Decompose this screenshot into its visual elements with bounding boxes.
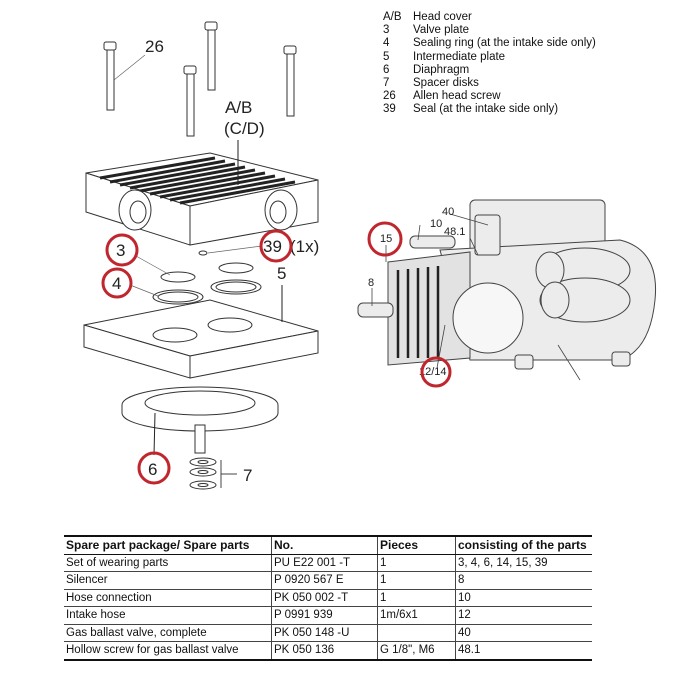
label-seal: 39 xyxy=(263,237,282,256)
label-silencer: 8 xyxy=(368,277,374,289)
label-part15: 15 xyxy=(380,233,392,245)
label-intermediate-plate: 5 xyxy=(277,264,286,283)
highlight-circle xyxy=(101,267,133,299)
highlight-circle xyxy=(259,229,293,263)
label-hose-connection: 10 xyxy=(430,218,442,230)
intermediate-plate xyxy=(83,285,319,379)
diaphragm xyxy=(121,386,279,456)
label-diaphragm: 6 xyxy=(148,460,157,479)
allen-screw xyxy=(183,65,197,137)
highlight-circle xyxy=(420,356,452,388)
allen-screw xyxy=(283,45,297,117)
allen-screw xyxy=(204,21,218,91)
highlight-circle xyxy=(367,221,403,257)
allen-screw xyxy=(103,41,117,111)
pump-illustration xyxy=(357,199,657,370)
highlight-circle xyxy=(105,233,139,267)
label-head-cover: A/B xyxy=(225,98,252,117)
label-part12-14: 12/14 xyxy=(419,366,447,378)
exploded-diagram: 26 A/B (C/D) 3 4 39 (1x) 5 6 7 40 10 48.… xyxy=(83,21,657,490)
head-cover xyxy=(85,140,319,246)
label-screw: 26 xyxy=(145,37,164,56)
label-hollow-screw: 48.1 xyxy=(444,226,465,238)
label-seal-qty: (1x) xyxy=(290,237,319,256)
spare-parts-table: Spare part package/ Spare parts No. Piec… xyxy=(64,535,592,661)
label-sealing-ring: 4 xyxy=(112,274,121,293)
label-spacer-disks: 7 xyxy=(243,466,252,485)
label-gas-ballast: 40 xyxy=(442,206,454,218)
label-valve-plate: 3 xyxy=(116,241,125,260)
highlight-circles xyxy=(101,221,452,485)
label-head-cover-alt: (C/D) xyxy=(224,119,265,138)
table-header: Spare part package/ Spare parts No. Piec… xyxy=(64,535,592,555)
highlight-circle xyxy=(137,451,171,485)
